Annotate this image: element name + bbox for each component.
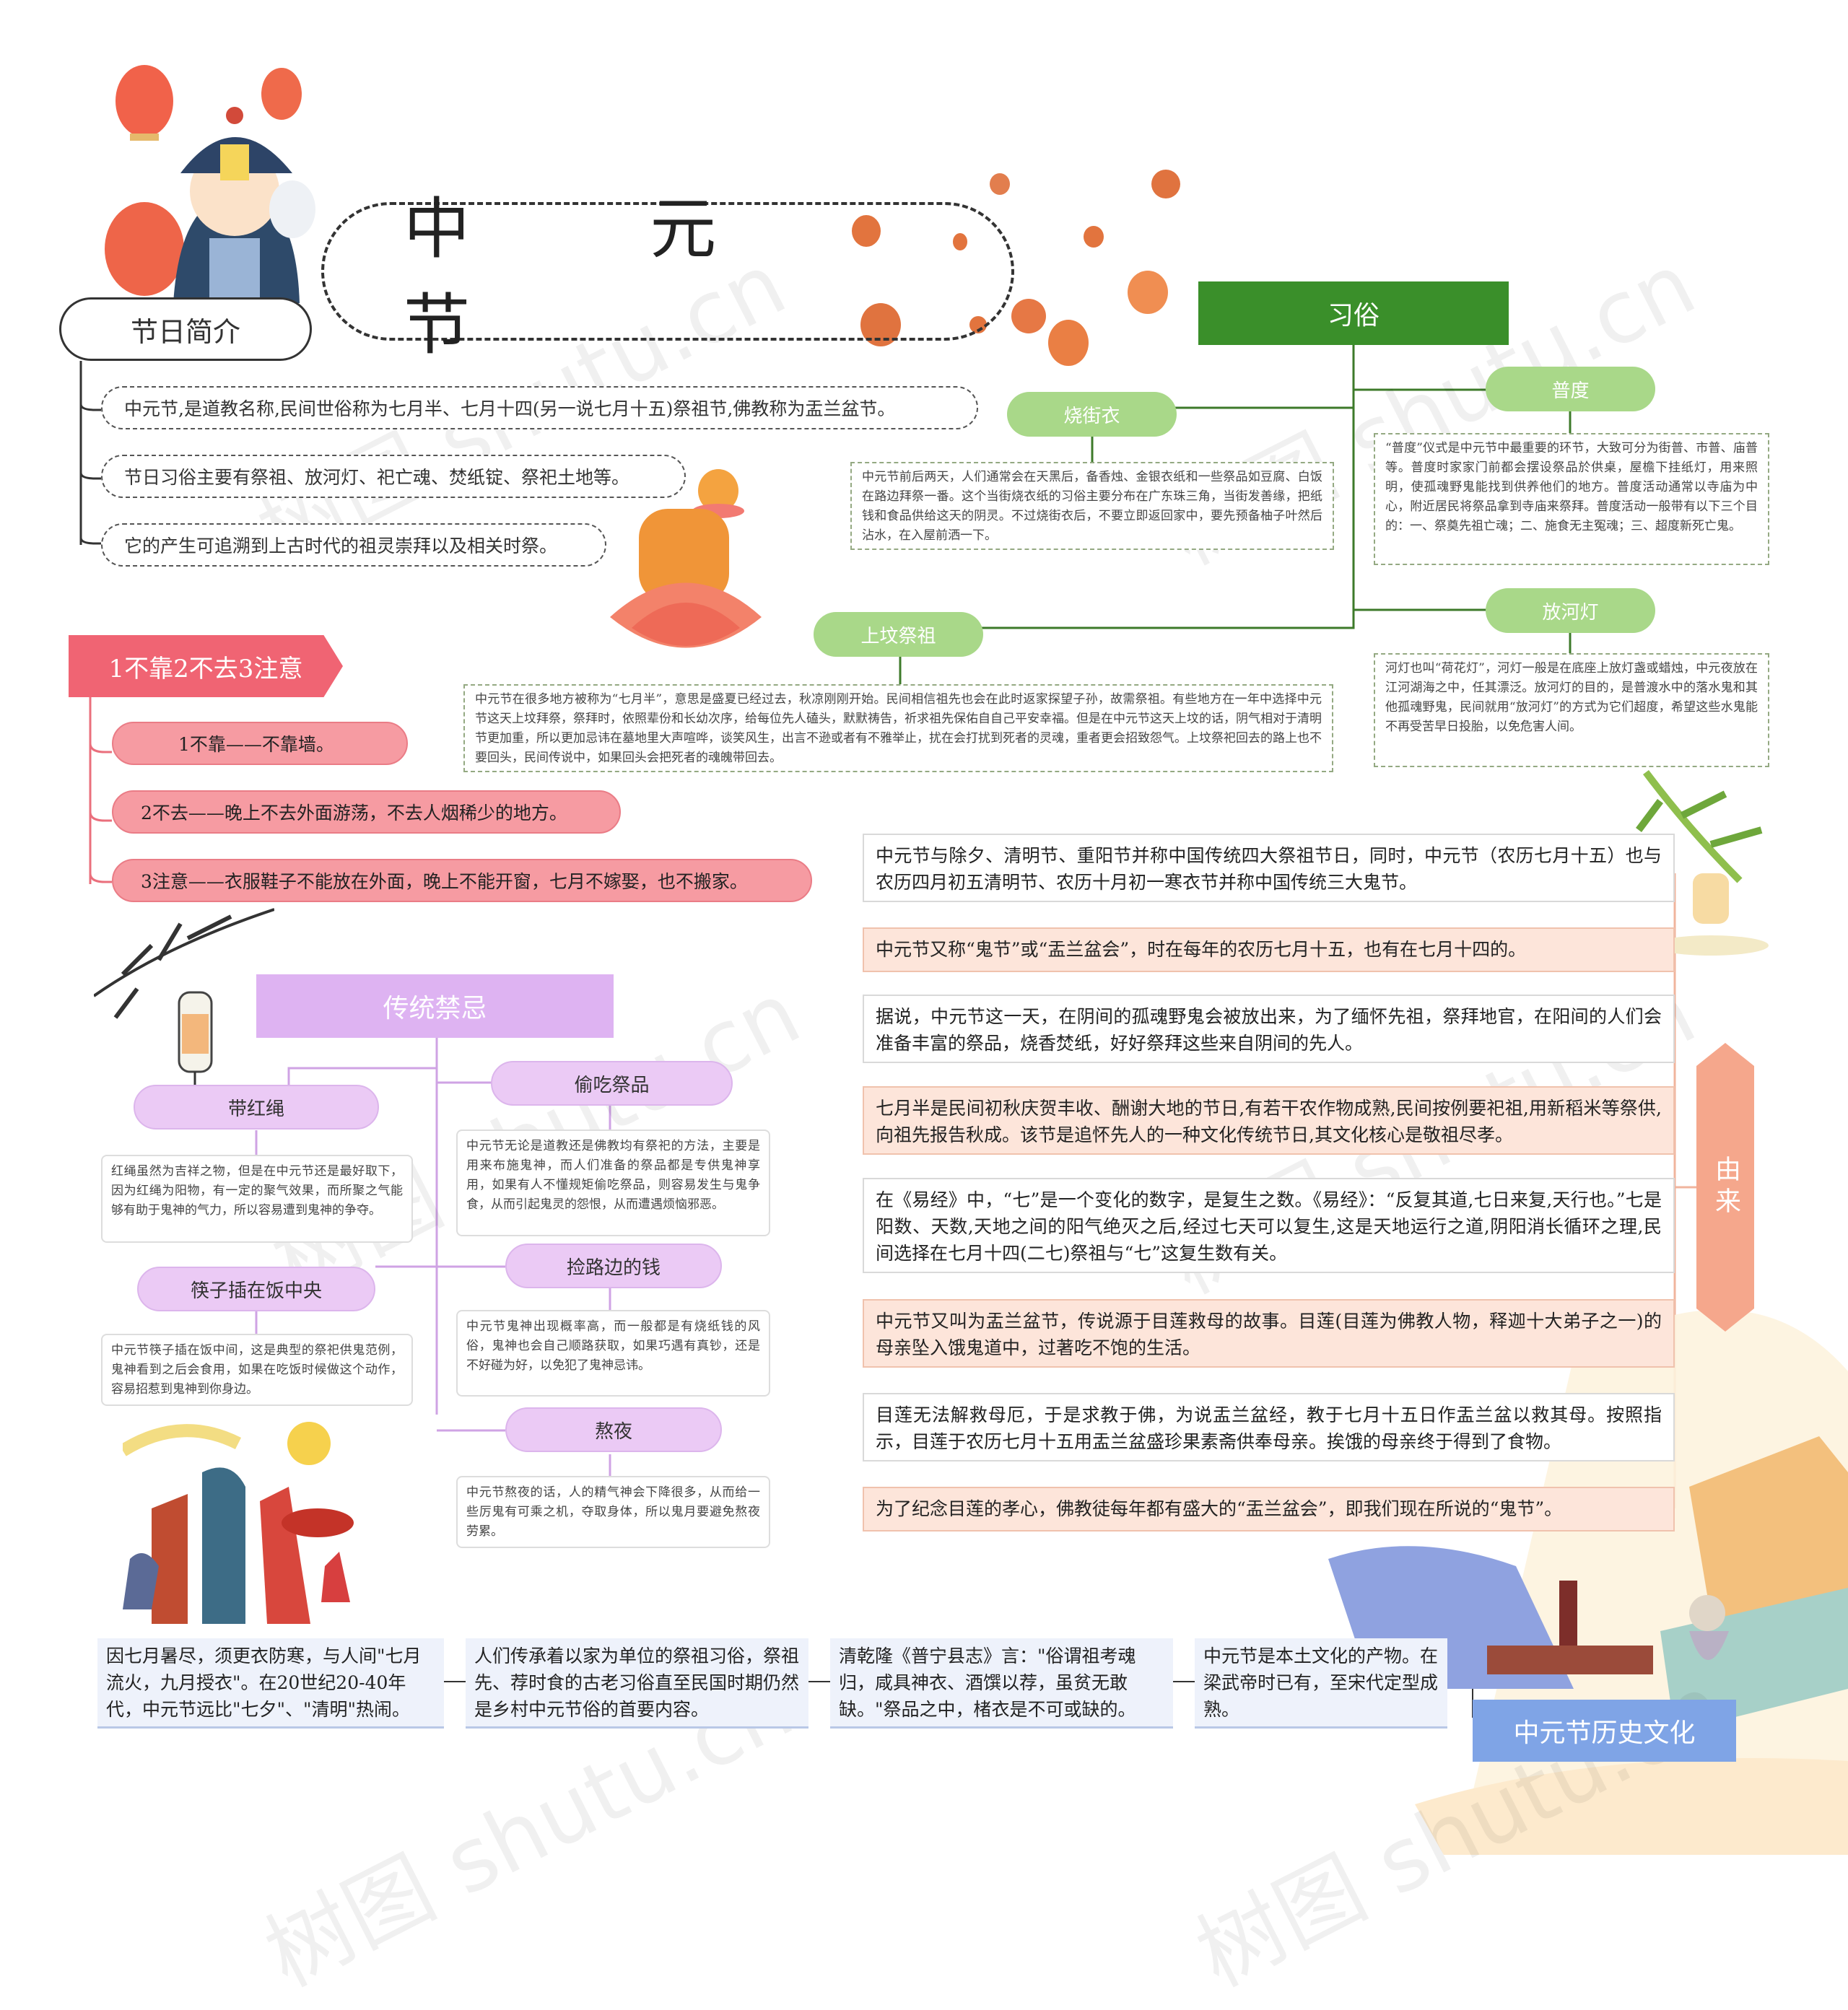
history-item: 中元节是本土文化的产物。在梁武帝时已有，至宋代定型成熟。 bbox=[1195, 1638, 1447, 1729]
intro-item: 中元节,是道教名称,民间世俗称为七月半、七月十四(另一说七月十五)祭祖节,佛教称… bbox=[101, 386, 978, 429]
origin-item: 为了纪念目莲的孝心，佛教徒每年都有盛大的“盂兰盆会”，即我们现在所说的“鬼节”。 bbox=[863, 1487, 1675, 1531]
caution-item: 1不靠——不靠墙。 bbox=[112, 722, 408, 765]
bamboo-lantern-decoration bbox=[94, 895, 274, 1111]
origin-item: 据说，中元节这一天，在阴间的孤魂野鬼会被放出来，为了缅怀先祖，祭拜地官，在阳间的… bbox=[863, 995, 1675, 1063]
origin-item: 中元节又叫为盂兰盆节，传说源于目莲救母的故事。目莲(目莲为佛教人物，释迦十大弟子… bbox=[863, 1299, 1675, 1368]
origin-item: 中元节与除夕、清明节、重阳节并称中国传统四大祭祖节日，同时，中元节（农历七月十五… bbox=[863, 834, 1675, 902]
intro-item: 节日习俗主要有祭祖、放河灯、祀亡魂、焚纸锭、祭祀土地等。 bbox=[101, 455, 686, 498]
taboo-red-string-text: 红绳虽然为吉祥之物，但是在中元节还是最好取下，因为红绳为阳物，有一定的聚气效果，… bbox=[101, 1155, 413, 1243]
origin-item: 七月半是民间初秋庆贺丰收、酬谢大地的节日,有若干农作物成熟,民间按例要祀祖,用新… bbox=[863, 1086, 1675, 1155]
origin-item: 目莲无法解救母厄，于是求教于佛，为说盂兰盆经，教于七月十五日作盂兰盆以救其母。按… bbox=[863, 1393, 1675, 1461]
intro-item: 它的产生可追溯到上古时代的祖灵崇拜以及相关时祭。 bbox=[101, 523, 606, 567]
custom-shaojieyi-label: 烧街衣 bbox=[1007, 392, 1177, 437]
custom-shangfen-label: 上坟祭祖 bbox=[814, 612, 983, 657]
taboo-stayup-text: 中元节熬夜的话，人的精气神会下降很多，从而给一些厉鬼有可乘之机，夺取身体，所以鬼… bbox=[456, 1476, 770, 1548]
ghost-official-illustration bbox=[101, 65, 318, 303]
history-heading: 中元节历史文化 bbox=[1473, 1700, 1736, 1762]
cautions-heading: 1不靠2不去3注意 bbox=[69, 635, 343, 697]
caution-item: 2不去——晚上不去外面游荡，不去人烟稀少的地方。 bbox=[112, 790, 621, 834]
origin-item: 在《易经》中，“七”是一个变化的数字，是复生之数。《易经》：“反复其道,七日来复… bbox=[863, 1178, 1675, 1273]
taboos-heading: 传统禁忌 bbox=[256, 974, 614, 1038]
custom-shangfen-text: 中元节在很多地方被称为“七月半”，意思是盛夏已经过去，秋凉刚刚开始。民间相信祖先… bbox=[463, 684, 1333, 772]
history-item: 清乾隆《普宁县志》言："俗谓祖考魂归，咸具神衣、酒馔以荐，虽贫无敢缺。"祭品之中… bbox=[830, 1638, 1173, 1729]
taboo-red-string-label: 带红绳 bbox=[134, 1085, 379, 1129]
origin-heading: 由来 bbox=[1696, 1043, 1754, 1332]
taboo-offering-label: 偷吃祭品 bbox=[491, 1061, 733, 1106]
origin-item: 中元节又称“鬼节”或“盂兰盆会”，时在每年的农历七月十五，也有在七月十四的。 bbox=[863, 927, 1675, 972]
history-item: 人们传承着以家为单位的祭祖习俗，祭祖先、荐时食的古老习俗直至民国时期仍然是乡村中… bbox=[466, 1638, 808, 1729]
taboo-stayup-label: 熬夜 bbox=[505, 1407, 722, 1452]
taboo-money-label: 捡路边的钱 bbox=[505, 1244, 722, 1288]
custom-fanghedeng-label: 放河灯 bbox=[1486, 588, 1655, 633]
taboo-offering-text: 中元节无论是道教还是佛教均有祭祀的方法，主要是用来布施鬼神，而人们准备的祭品都是… bbox=[456, 1129, 770, 1236]
custom-pudu-label: 普度 bbox=[1486, 367, 1655, 411]
caution-item: 3注意——衣服鞋子不能放在外面，晚上不能开窗，七月不嫁娶，也不搬家。 bbox=[112, 859, 812, 902]
taboo-chopsticks-text: 中元节筷子插在饭中间，这是典型的祭祀供鬼范例，鬼神看到之后会食用，如果在吃饭时候… bbox=[101, 1334, 413, 1406]
taboo-chopsticks-label: 筷子插在饭中央 bbox=[137, 1267, 375, 1311]
intro-heading: 节日简介 bbox=[59, 297, 312, 361]
custom-pudu-text: “普度”仪式是中元节中最重要的环节，大致可分为街普、市普、庙普等。普度时家家门前… bbox=[1374, 433, 1769, 565]
page-title: 中 元 节 bbox=[321, 202, 1014, 341]
books-illustration bbox=[1314, 1285, 1848, 1855]
taboo-money-text: 中元节鬼神出现概率高，而一般都是有烧纸钱的风俗，鬼神也会自己顺路获取，如果巧遇有… bbox=[456, 1310, 770, 1397]
customs-heading: 习俗 bbox=[1198, 281, 1509, 345]
history-item: 因七月暑尽，须更衣防寒，与人间"七月流火，九月授衣"。在20世纪20-40年代，… bbox=[97, 1638, 444, 1729]
custom-fanghedeng-text: 河灯也叫“荷花灯”，河灯一般是在底座上放灯盏或蜡烛，中元夜放在江河湖海之中，任其… bbox=[1374, 653, 1769, 767]
custom-shaojieyi-text: 中元节前后两天，人们通常会在天黑后，备香烛、金银衣纸和一些祭品如豆腐、白饭在路边… bbox=[850, 462, 1334, 550]
ghosts-illustration bbox=[123, 1415, 361, 1624]
